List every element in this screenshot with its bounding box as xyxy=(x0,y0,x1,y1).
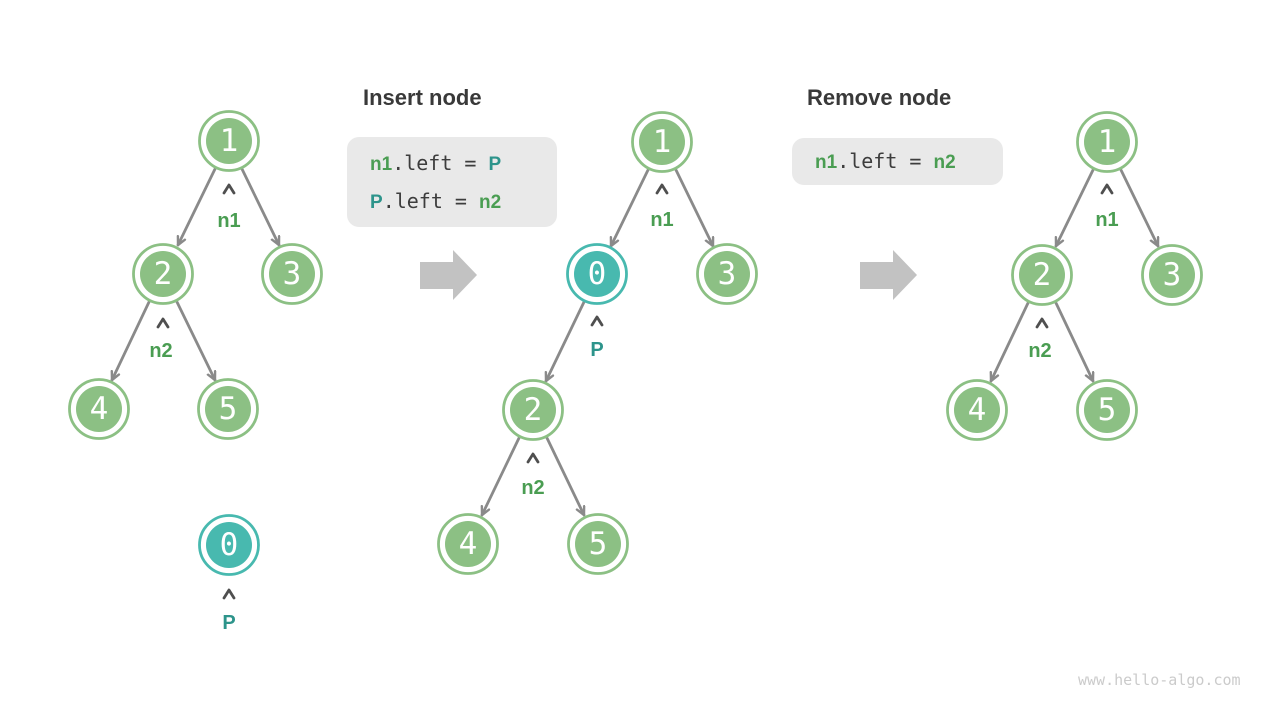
insert-node-5: 5 xyxy=(567,513,629,575)
caret-up-icon xyxy=(590,315,604,327)
caret-up-icon xyxy=(526,452,540,464)
insert-node-1: 1 xyxy=(631,111,693,173)
remove-node-4: 4 xyxy=(946,379,1008,441)
code-var-n2: n2 xyxy=(933,152,956,173)
before-tree-edges xyxy=(110,167,281,382)
insert-node-3: 3 xyxy=(696,243,758,305)
before-node-4: 4 xyxy=(68,378,130,440)
edge-1-to-3 xyxy=(240,167,281,247)
edge-2-to-4 xyxy=(110,300,151,382)
pointer-label-n1: n1 xyxy=(650,209,673,231)
pointer-label-p: P xyxy=(590,339,603,361)
code-var-n1: n1 xyxy=(815,152,838,173)
node-value: 5 xyxy=(1098,392,1117,428)
before-node-3: 3 xyxy=(261,243,323,305)
edge-2-to-5 xyxy=(545,436,586,517)
insert-node-4: 4 xyxy=(437,513,499,575)
transition-arrow-icon xyxy=(420,250,477,300)
pointer-label-n1: n1 xyxy=(217,210,240,232)
edge-1-to-3 xyxy=(674,168,715,248)
node-value: 4 xyxy=(90,391,109,427)
edge-2-to-5 xyxy=(1054,301,1095,383)
caret-up-icon xyxy=(1100,183,1114,195)
before-node-5: 5 xyxy=(197,378,259,440)
edge-1-to-0 xyxy=(609,168,650,248)
node-value: 5 xyxy=(589,526,608,562)
code-var-n2: n2 xyxy=(479,192,502,213)
node-value: 1 xyxy=(1098,124,1117,160)
code-line: n1.left = n2 xyxy=(815,149,956,174)
pointer-label-p: P xyxy=(222,612,235,634)
caret-up-icon xyxy=(1035,317,1049,329)
transition-arrow-icon xyxy=(860,250,917,300)
node-value: 5 xyxy=(219,391,238,427)
edge-2-to-4 xyxy=(989,301,1030,383)
pointer-label-n2: n2 xyxy=(149,340,172,362)
node-value: 0 xyxy=(588,256,607,292)
node-value: 1 xyxy=(220,123,239,159)
insert-code-box: n1.left = P P.left = n2 xyxy=(347,137,557,227)
code-line: n1.left = P xyxy=(370,144,557,182)
after-remove-tree-edges xyxy=(989,168,1160,383)
code-op: .left = xyxy=(382,189,480,213)
edge-0-to-2 xyxy=(544,300,586,383)
caret-up-icon xyxy=(222,588,236,600)
node-value: 2 xyxy=(154,256,173,292)
watermark: www.hello-algo.com xyxy=(1078,671,1241,689)
remove-code-box: n1.left = n2 xyxy=(792,138,1003,185)
detached-node-0: 0 xyxy=(198,514,260,576)
remove-node-3: 3 xyxy=(1141,244,1203,306)
remove-node-2: 2 xyxy=(1011,244,1073,306)
node-value: 3 xyxy=(283,256,302,292)
code-line: P.left = n2 xyxy=(370,182,557,220)
after-insert-tree-edges xyxy=(480,168,715,517)
node-value: 3 xyxy=(718,256,737,292)
insert-node-0: 0 xyxy=(566,243,628,305)
node-value: 3 xyxy=(1163,257,1182,293)
insert-node-2: 2 xyxy=(502,379,564,441)
pointer-label-n1: n1 xyxy=(1095,209,1118,231)
caret-up-icon xyxy=(156,317,170,329)
edge-2-to-5 xyxy=(175,300,217,382)
node-value: 0 xyxy=(220,527,239,563)
code-var-p: P xyxy=(370,192,383,213)
node-value: 2 xyxy=(1033,257,1052,293)
edge-2-to-4 xyxy=(480,436,521,517)
pointer-carets xyxy=(156,183,1114,600)
edge-1-to-2 xyxy=(1054,168,1095,248)
code-var-n1: n1 xyxy=(370,154,393,175)
insert-section-title: Insert node xyxy=(363,85,482,110)
code-op: .left = xyxy=(837,149,934,173)
before-node-1: 1 xyxy=(198,110,260,172)
edge-1-to-2 xyxy=(176,167,217,247)
node-value: 1 xyxy=(653,124,672,160)
code-op: .left = xyxy=(392,151,489,175)
pointer-label-n2: n2 xyxy=(521,477,544,499)
node-value: 2 xyxy=(524,392,543,428)
node-value: 4 xyxy=(459,526,478,562)
code-var-p: P xyxy=(488,154,502,175)
before-node-2: 2 xyxy=(132,243,194,305)
node-value: 4 xyxy=(968,392,987,428)
caret-up-icon xyxy=(222,183,236,195)
remove-section-title: Remove node xyxy=(807,85,952,110)
remove-node-5: 5 xyxy=(1076,379,1138,441)
caret-up-icon xyxy=(655,183,669,195)
pointer-label-n2: n2 xyxy=(1028,340,1051,362)
remove-node-1: 1 xyxy=(1076,111,1138,173)
edge-1-to-3 xyxy=(1119,168,1160,248)
